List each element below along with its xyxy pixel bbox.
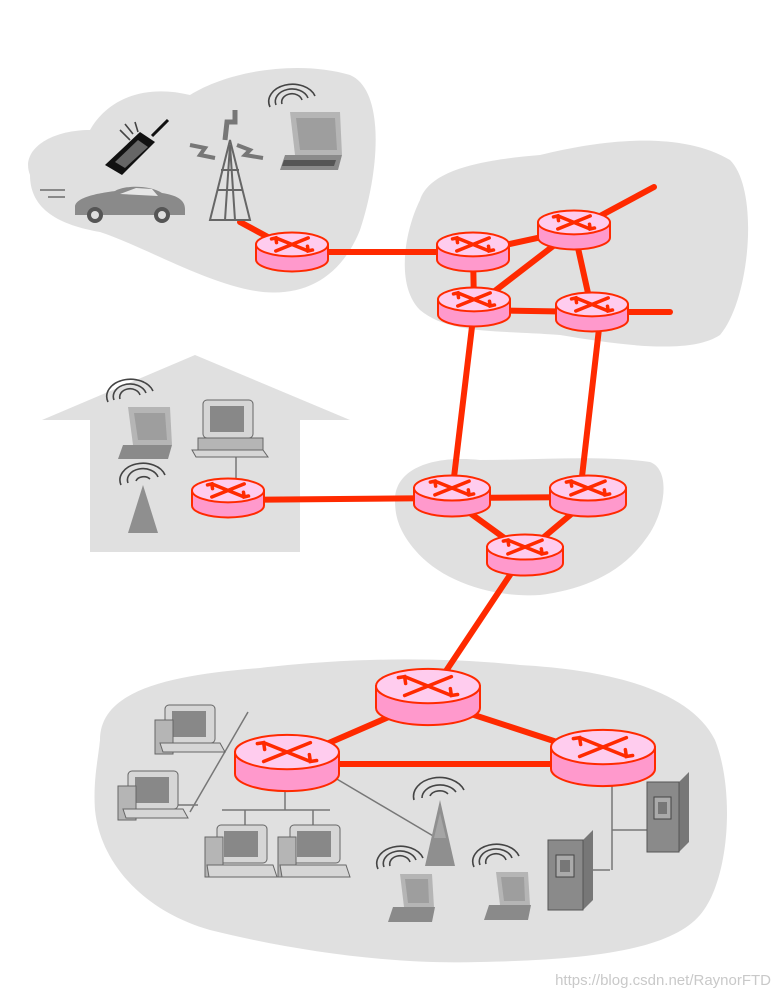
laptop-icon bbox=[267, 83, 342, 170]
laptop-icon bbox=[105, 378, 172, 459]
router-icon bbox=[413, 474, 491, 518]
server-icon bbox=[646, 772, 689, 853]
router-icon bbox=[234, 733, 340, 793]
router-icon bbox=[191, 477, 265, 519]
routers bbox=[191, 209, 656, 793]
cell-tower-icon bbox=[189, 110, 264, 221]
desktop-computer-icon bbox=[117, 770, 189, 821]
router-icon bbox=[375, 667, 481, 727]
wireless-access-point-icon bbox=[119, 462, 166, 533]
router-icon bbox=[550, 728, 656, 788]
laptop-icon bbox=[471, 843, 531, 920]
server-icon bbox=[547, 830, 593, 911]
router-icon bbox=[555, 291, 629, 333]
router-icon bbox=[437, 286, 511, 328]
router-icon bbox=[436, 231, 510, 273]
desktop-computer-icon bbox=[191, 399, 269, 458]
watermark-text: https://blog.csdn.net/RaynorFTD bbox=[555, 972, 771, 989]
link bbox=[449, 307, 477, 497]
car-icon bbox=[40, 186, 185, 223]
router-icon bbox=[486, 533, 564, 577]
wireless-access-point-icon bbox=[412, 776, 465, 866]
laptop-icon bbox=[375, 845, 435, 922]
desktop-computer-icon bbox=[204, 824, 278, 878]
cell-phone-icon bbox=[105, 118, 170, 175]
link bbox=[577, 317, 603, 497]
desktop-computer-icon bbox=[277, 824, 351, 878]
router-icon bbox=[549, 474, 627, 518]
router-icon bbox=[537, 209, 611, 251]
router-icon bbox=[255, 231, 329, 273]
desktop-computer-icon bbox=[154, 704, 226, 755]
